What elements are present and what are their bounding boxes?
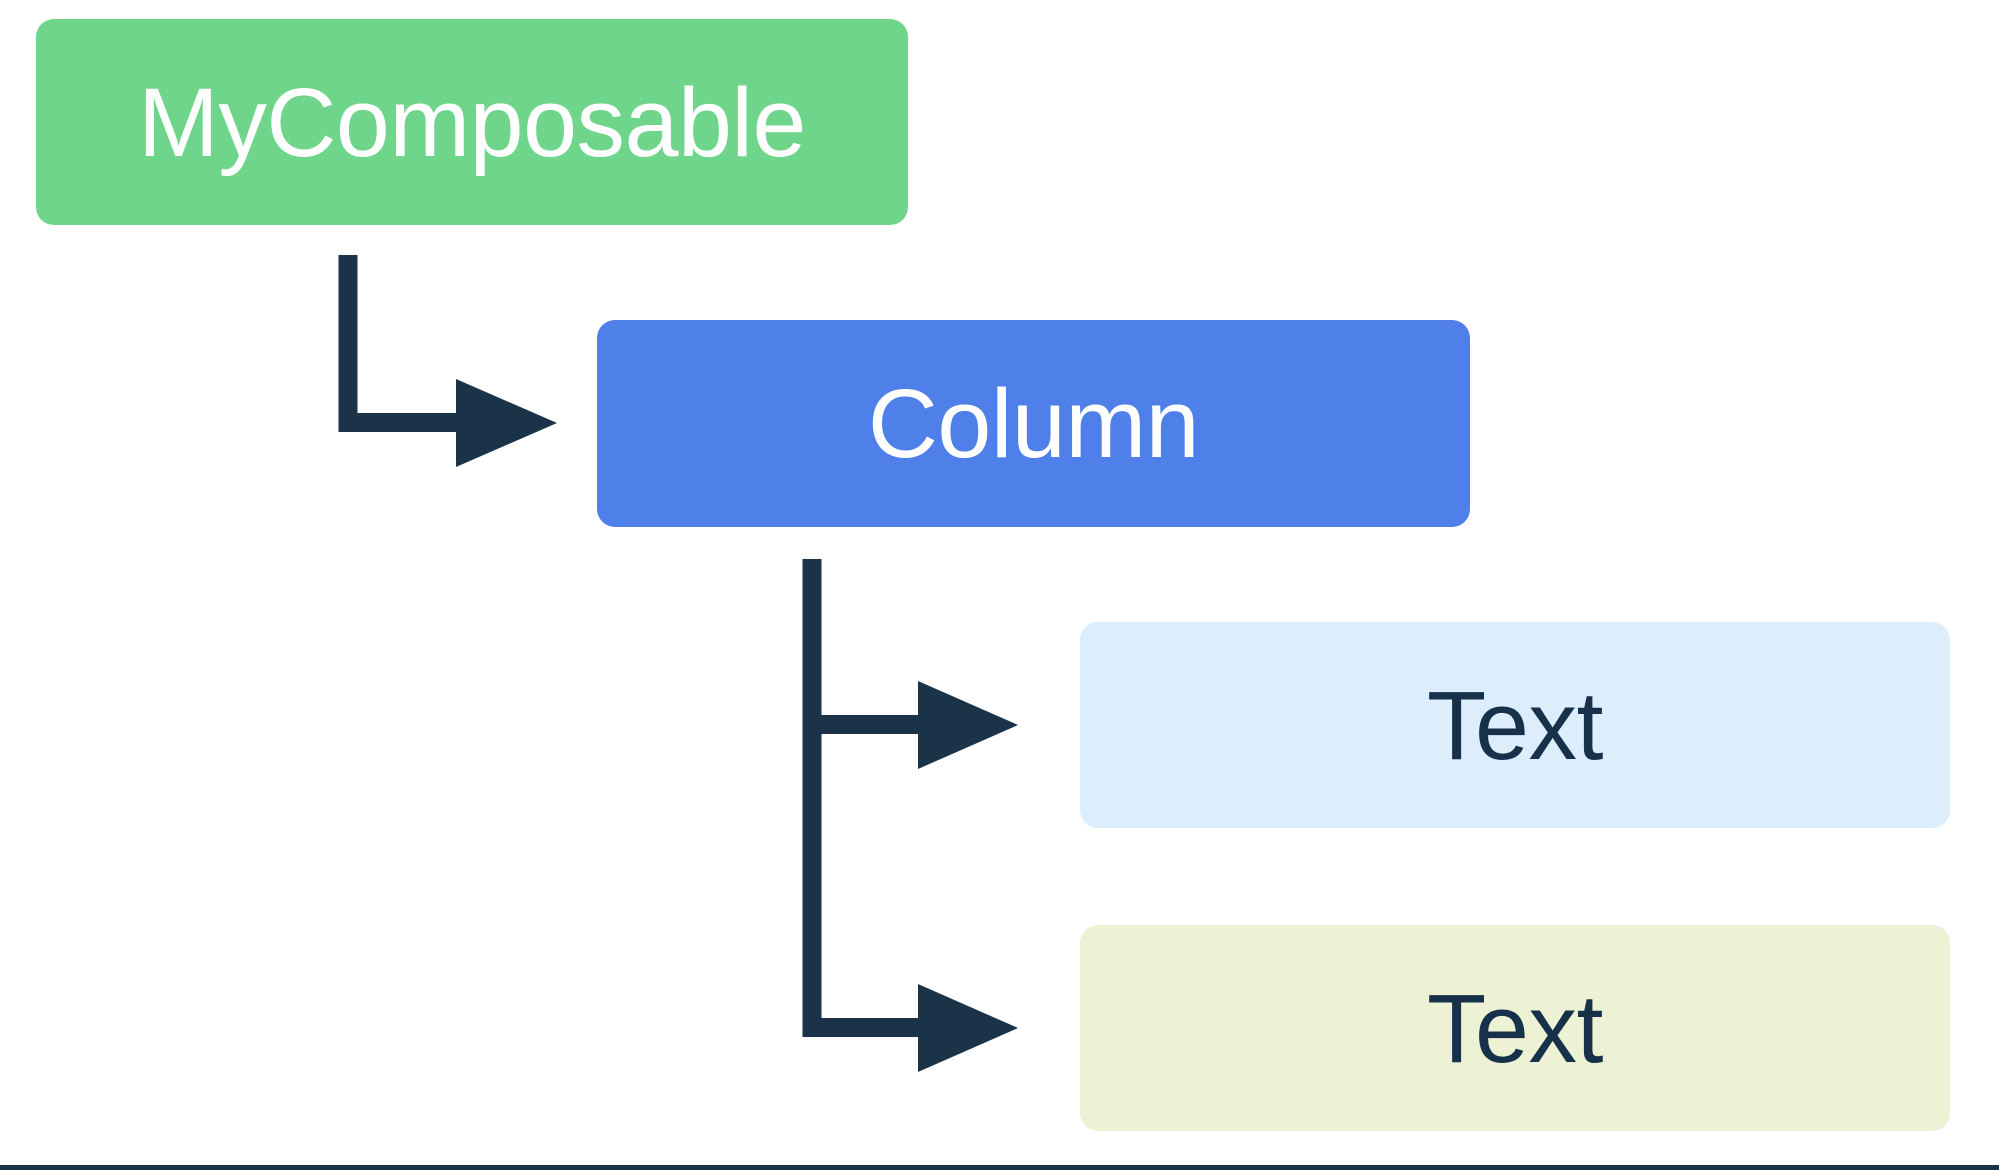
node-text-second[interactable]: Text	[1080, 925, 1950, 1131]
node-mycomposable-label: MyComposable	[138, 67, 806, 177]
node-mycomposable[interactable]: MyComposable	[36, 19, 908, 225]
edge-column-to-text-1	[802, 559, 1018, 769]
node-text-second-label: Text	[1427, 973, 1603, 1083]
node-text-first-label: Text	[1427, 670, 1603, 780]
edge-root-to-column	[338, 255, 557, 467]
bottom-divider	[0, 1165, 1999, 1170]
node-text-first[interactable]: Text	[1080, 622, 1950, 828]
node-column[interactable]: Column	[597, 320, 1470, 527]
edge-column-to-text-2	[802, 724, 1018, 1072]
node-column-label: Column	[867, 369, 1200, 478]
